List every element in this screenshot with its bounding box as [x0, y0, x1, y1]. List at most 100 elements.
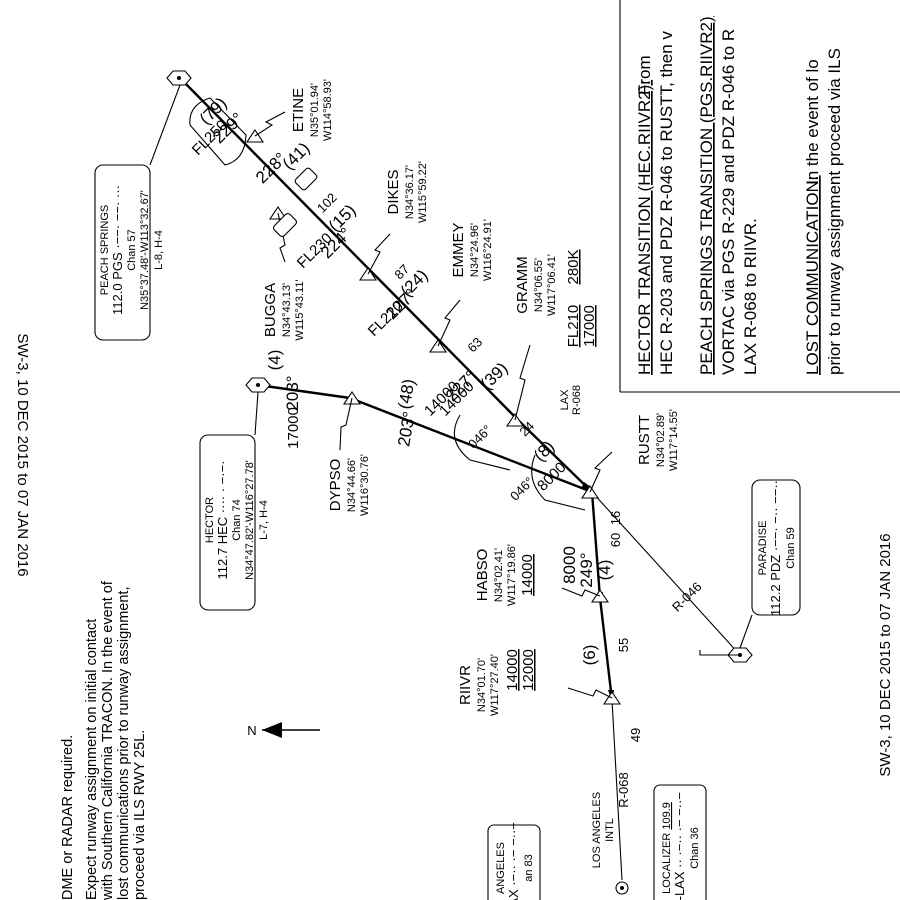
notes-panel: HECTOR TRANSITION (HEC.RIIVR2): From HEC…: [619, 0, 900, 393]
svg-text:FL210: FL210: [565, 305, 582, 348]
loc-title: LOCALIZER 109.9: [661, 802, 673, 894]
lax-vor-name: ANGELES: [495, 842, 507, 894]
svg-text:17000: 17000: [285, 407, 302, 449]
svg-text:with Southern California TRACO: with Southern California TRACON. In the …: [100, 580, 116, 900]
edition-label-right: SW-3, 10 DEC 2015 to 07 JAN 2016: [877, 533, 894, 776]
fix-gramm: GRAMM N34°06.55' W117°06.41' FL210 17000…: [514, 249, 598, 347]
svg-text:W114°58.93': W114°58.93': [322, 79, 334, 141]
svg-text:N35°01.94': N35°01.94': [309, 83, 321, 137]
svg-text:N34°01.70': N34°01.70': [476, 658, 488, 712]
navaid-box-pdz: PARADISE 112.2 PDZ ·−−· −·· −−·· Chan 59: [739, 479, 801, 649]
svg-text:60: 60: [608, 533, 623, 547]
svg-text:RIIVR: RIIVR: [457, 665, 474, 705]
svg-text:lost communications prior to r: lost communications prior to runway assi…: [116, 587, 132, 900]
route-lines: [179, 77, 741, 881]
fix-emmey: EMMEY N34°24.96' W116°24.91': [450, 219, 494, 281]
svg-text:(6): (6): [580, 645, 599, 666]
hector-transition-title: HECTOR TRANSITION (HEC.RIIVR2):: [635, 80, 654, 375]
leader-lines: [254, 111, 740, 699]
svg-text:249°: 249°: [577, 552, 596, 587]
hec-chan: Chan 74: [231, 499, 243, 541]
route-gramm-rustt: [517, 419, 593, 493]
svg-text:55: 55: [616, 638, 631, 652]
svg-text:N34°02.41': N34°02.41': [493, 548, 505, 602]
svg-text:prior to runway assignment pro: prior to runway assignment proceed via I…: [825, 48, 844, 375]
airport-lax-symbol[interactable]: [615, 881, 629, 895]
svg-text:RUSTT: RUSTT: [636, 415, 653, 465]
svg-text:LAX: LAX: [559, 389, 571, 410]
route-pgs-gramm: [179, 77, 519, 421]
route-pdz-radial: [591, 491, 741, 656]
lost-comm-title: LOST COMMUNICATION:: [803, 175, 822, 375]
fix-habso: HABSO N34°02.41' W117°19.86' 14000: [474, 544, 536, 606]
svg-text:W117°27.40': W117°27.40': [489, 654, 501, 716]
svg-text:ETINE: ETINE: [290, 88, 307, 132]
svg-text:R-068: R-068: [571, 385, 583, 415]
svg-text:N34°06.55': N34°06.55': [533, 258, 545, 312]
bottom-notes: DME or RADAR required. Expect runway ass…: [60, 580, 148, 900]
svg-text:203°: 203°: [283, 375, 302, 410]
svg-text:(48): (48): [395, 378, 419, 411]
navaid-box-lax-vor: ANGELES LAX ·−·· ·− −··− an 83: [487, 822, 541, 900]
loc-ident: I-LAX ·· ·−·· ·− −··−: [672, 792, 687, 900]
lax-intl-sub: INTL: [604, 818, 616, 842]
svg-text:(8): (8): [530, 437, 558, 465]
vortac-pgs[interactable]: [166, 70, 192, 86]
svg-text:17000: 17000: [581, 305, 598, 347]
lax-vor-chan: an 83: [523, 854, 535, 882]
svg-text:N34°44.66': N34°44.66': [346, 458, 358, 512]
svg-text:046°: 046°: [465, 422, 495, 452]
pdz-freq-line: 112.2 PDZ ·−−· −·· −−··: [768, 480, 783, 616]
north-arrow: N: [247, 722, 320, 738]
svg-text:R-068: R-068: [616, 772, 631, 807]
svg-text:DYPSO: DYPSO: [327, 459, 344, 512]
peach-transition-title: PEACH SPRINGS TRANSITION (PGS.RIIVR2): [697, 16, 716, 375]
pgs-chan: Chan 57: [126, 229, 138, 271]
pgs-freq-line: 112.0 PGS ·−−· −−· ···: [110, 185, 125, 315]
north-label: N: [247, 723, 256, 738]
svg-text:14000: 14000: [504, 649, 521, 691]
navaid-box-pgs: PEACH SPRINGS 112.0 PGS ·−−· −−· ··· Cha…: [94, 84, 181, 341]
route-dypso-rustt: [349, 396, 593, 494]
svg-text:N34°36.17': N34°36.17': [404, 165, 416, 219]
svg-text:49: 49: [628, 728, 643, 742]
fix-dypso: DYPSO N34°44.66' W116°30.76': [327, 454, 371, 516]
svg-text:W115°43.11': W115°43.11': [294, 279, 306, 340]
svg-text:FL210: FL210: [365, 298, 407, 340]
svg-text:DIKES: DIKES: [385, 169, 402, 214]
svg-text:W116°30.76': W116°30.76': [359, 454, 371, 516]
fix-dikes: DIKES N34°36.17' W115°59.22': [385, 161, 429, 223]
svg-text:14000: 14000: [519, 554, 536, 596]
pdz-name: PARADISE: [757, 521, 769, 576]
route-rustt-habso: [590, 491, 602, 599]
vortac-hec[interactable]: [245, 377, 271, 393]
fix-riivr: RIIVR N34°01.70' W117°27.40' 14000 12000: [457, 649, 537, 716]
pgs-name: PEACH SPRINGS: [99, 205, 111, 295]
svg-text:In the event of lo: In the event of lo: [803, 59, 822, 185]
svg-text:From: From: [635, 55, 654, 95]
svg-text:proceed via ILS RWY 25L.: proceed via ILS RWY 25L.: [132, 730, 148, 900]
lax-vor-ident: LAX ·−·· ·− −··−: [506, 822, 521, 900]
svg-text:16: 16: [608, 511, 623, 525]
pgs-charts: L-8, H-4: [153, 230, 165, 270]
leg-annotations: (79) 229° FL250 228° (41) 116 103 224° (…: [189, 94, 705, 808]
svg-text:(39): (39): [477, 359, 512, 394]
pgs-coords: N35°37.48'-W113°32.67': [139, 190, 151, 310]
svg-text:W117°06.41': W117°06.41': [546, 254, 558, 316]
svg-text:12000: 12000: [520, 649, 537, 691]
hec-freq-line: 112.7 HEC ···· · −·−·: [215, 461, 230, 580]
route-hec-dypso: [257, 383, 351, 400]
pdz-chan: Chan 59: [785, 527, 797, 569]
edition-label-left: SW-3, 10 DEC 2015 to 07 JAN 2016: [14, 333, 31, 576]
svg-text:N34°43.13': N34°43.13': [281, 283, 293, 337]
hec-name: HECTOR: [204, 497, 216, 543]
svg-text:W117°19.86': W117°19.86': [506, 544, 518, 606]
svg-text:R-046: R-046: [669, 579, 705, 615]
navaid-box-localizer: LOCALIZER 109.9 I-LAX ·· ·−·· ·− −··− Ch…: [653, 784, 707, 900]
svg-text:(4): (4): [595, 560, 614, 581]
airport-label-lax: LOS ANGELES INTL: [591, 792, 616, 868]
navaid-box-hec: HECTOR 112.7 HEC ···· · −·−· Chan 74 N34…: [199, 391, 270, 611]
svg-text:BUGGA: BUGGA: [262, 283, 279, 337]
svg-text:VORTAC via PGS R-229 and PDZ R: VORTAC via PGS R-229 and PDZ R-046 to R: [719, 29, 738, 375]
